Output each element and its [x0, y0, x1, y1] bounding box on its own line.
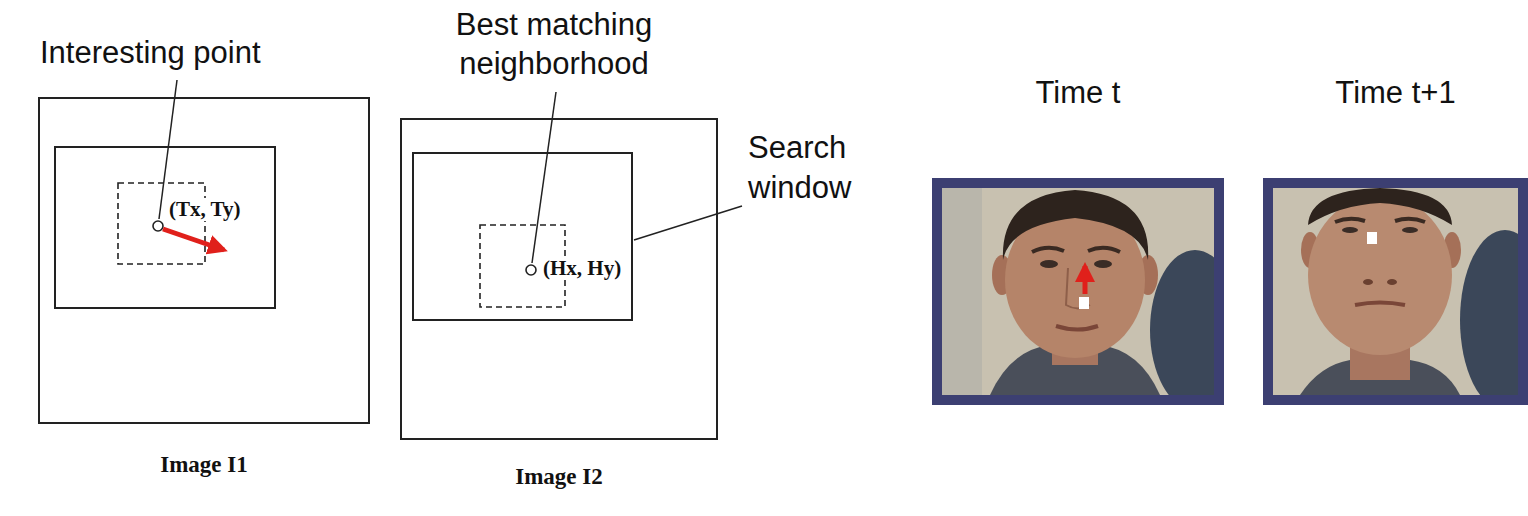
callout-label: Interesting point: [40, 34, 340, 71]
face-photo: [942, 188, 1214, 395]
callout-label: Search window: [748, 128, 888, 209]
frame-outline: [38, 97, 370, 424]
frame-outline: [932, 178, 1224, 405]
point-circle: [526, 265, 536, 275]
frame-caption: Time t+1: [1263, 74, 1528, 111]
image-frame: Image I2: [400, 118, 718, 498]
leader-line: [634, 206, 742, 240]
face-photo: [1273, 188, 1528, 395]
video-frame: Time t: [932, 70, 1224, 405]
point-circle: [153, 221, 163, 231]
coordinate-label: (Tx, Ty): [167, 198, 243, 221]
coordinate-label: (Hx, Hy): [541, 257, 623, 280]
image-frame: Image I1: [38, 97, 370, 487]
frame-caption: Image I1: [38, 451, 370, 479]
search-window-rect: [413, 153, 632, 320]
frame-outline: [1263, 178, 1528, 405]
motion-arrow: [163, 229, 224, 250]
video-frame: Time t+1: [1263, 70, 1528, 405]
frame-caption: Time t: [932, 74, 1224, 111]
frame-caption: Image I2: [400, 463, 718, 491]
callout-label: Best matching neighborhood: [418, 6, 690, 84]
